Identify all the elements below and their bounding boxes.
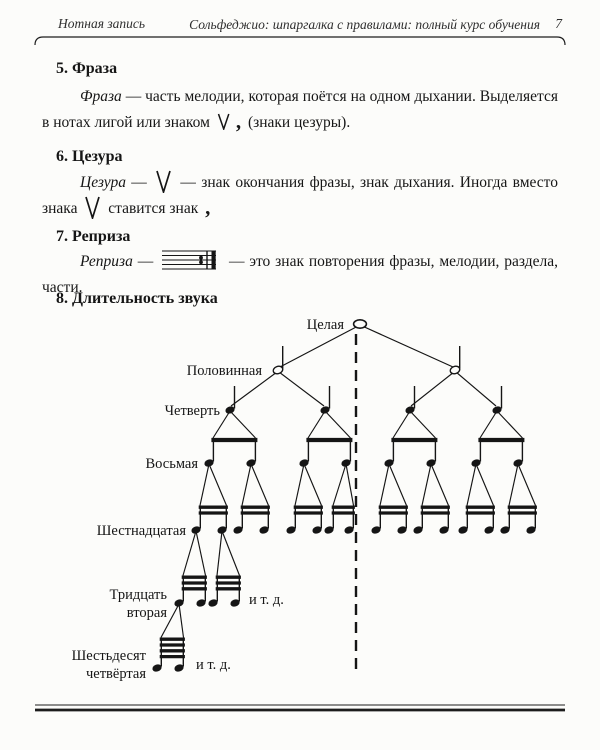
label-etc-sixty-fourth: и т. д.: [196, 657, 231, 673]
caesura-v-icon: [85, 196, 101, 221]
page-number: 7: [555, 16, 562, 31]
phrase-term: Фраза: [80, 88, 122, 105]
thirty-second-note-pair: [207, 575, 241, 608]
whole-note: [352, 319, 368, 329]
label-thirty-second-line1: Тридцать: [110, 587, 168, 603]
caesura-text-2: ставится знак: [104, 200, 203, 217]
sixteenth-note-pair: [323, 505, 355, 535]
label-half-note: Половинная: [187, 363, 263, 379]
label-eighth-note: Восьмая: [145, 456, 198, 472]
label-sixteenth-note: Шестнадцатая: [97, 523, 187, 539]
quarter-note: [404, 386, 416, 415]
sixteenth-note-pair: [499, 505, 537, 535]
phrase-text-1: — часть мелодии, которая поётся на одном…: [42, 88, 558, 131]
label-quarter-note: Четверть: [165, 403, 221, 419]
running-title-right: Сольфеджио: шпаргалка с правилами: полны…: [189, 17, 540, 32]
section-6-heading: 6. Цезура: [56, 148, 123, 165]
section-5-heading: 5. Фраза: [56, 60, 118, 77]
quarter-note: [224, 386, 236, 415]
label-whole-note: Целая: [307, 317, 345, 333]
tree-connectors: [160, 324, 537, 638]
eighth-note-pair: [203, 437, 258, 468]
sixteenth-note-pair: [457, 505, 495, 535]
label-sixty-fourth-line1: Шестьдесят: [72, 648, 147, 664]
sixteenth-note-pair: [285, 505, 323, 535]
label-etc-thirty-second: и т. д.: [249, 592, 284, 608]
quarter-note: [319, 386, 331, 415]
eighth-note-pair: [470, 437, 525, 468]
repeat-sign-icon: [162, 250, 217, 270]
eighth-note-pair: [298, 437, 353, 468]
footer-rule: [35, 704, 565, 712]
breath-mark-icon: ,: [235, 109, 242, 133]
phrase-text-2: (знаки цезуры).: [244, 114, 351, 131]
eighth-note-pair: [383, 437, 438, 468]
caesura-term: Цезура: [80, 174, 126, 191]
caesura-v-icon: [156, 170, 171, 195]
reprise-text-1: — это знак повторения фразы, мелодии, ра…: [42, 253, 559, 296]
sixty-fourth-note-pair: [151, 637, 185, 673]
section-7-heading: 7. Реприза: [56, 228, 131, 245]
half-note: [271, 346, 285, 376]
half-note: [448, 346, 462, 376]
sixteenth-note-pair: [190, 505, 228, 535]
sixteenth-note-pair: [370, 505, 408, 535]
label-sixty-fourth-line2: четвёртая: [86, 666, 146, 682]
sixteenth-note-pair: [232, 505, 270, 535]
caesura-paragraph: Цезура — — знак окончания фразы, знак ды…: [42, 170, 558, 222]
reprise-paragraph: Реприза — — это знак повторения фразы, м…: [42, 248, 558, 301]
quarter-note: [491, 386, 503, 415]
running-title-left: Нотная запись: [58, 16, 145, 31]
caesura-v-icon: [217, 113, 230, 132]
caesura-text-1: — знак окончания фразы, знак дыхания. Ин…: [42, 174, 558, 217]
sixteenth-note-pair: [412, 505, 450, 535]
phrase-paragraph: Фраза — часть мелодии, которая поётся на…: [42, 84, 558, 136]
reprise-term: Реприза: [80, 253, 133, 270]
reprise-dash: —: [132, 253, 159, 270]
label-thirty-second-line2: вторая: [127, 605, 168, 621]
header-rule: [34, 36, 566, 46]
duration-tree-diagram: Целая Половинная Четверть Восьмая Шестна…: [72, 317, 537, 682]
caesura-dash-1: —: [126, 174, 153, 191]
section-8-heading: 8. Длительность звука: [56, 290, 218, 307]
thirty-second-note-pair: [173, 575, 207, 608]
breath-mark-icon: ,: [205, 195, 211, 219]
